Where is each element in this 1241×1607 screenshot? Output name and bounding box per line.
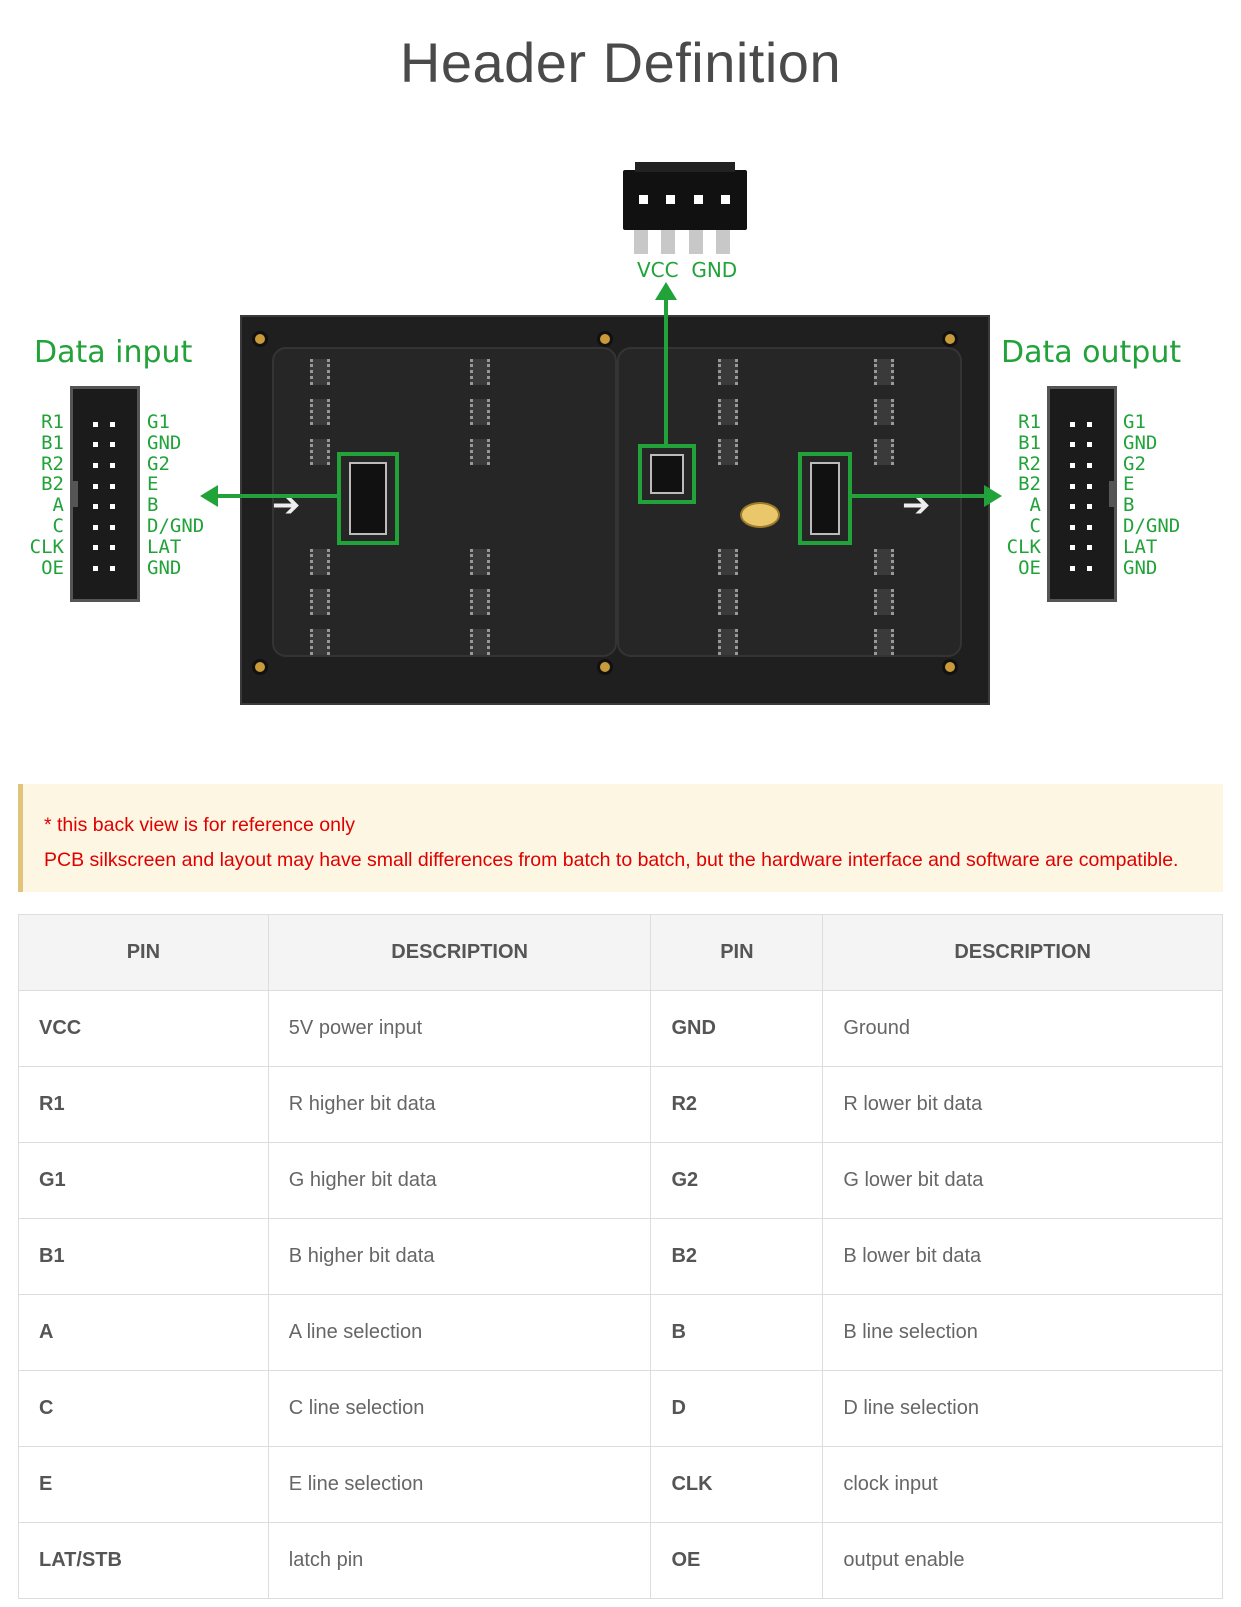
pin-cell: C: [19, 1371, 269, 1447]
note-line-1: * this back view is for reference only: [44, 808, 1223, 843]
pin-cell: E: [19, 1447, 269, 1523]
pin-cell: LAT/STB: [19, 1523, 269, 1599]
pin-label: C: [997, 516, 1041, 537]
table-row: VCC 5V power input GND Ground: [19, 991, 1223, 1067]
pin-label: GND: [1123, 558, 1180, 579]
table-row: R1 R higher bit data R2 R lower bit data: [19, 1067, 1223, 1143]
pin-description-table: PIN DESCRIPTION PIN DESCRIPTION VCC 5V p…: [18, 914, 1223, 1599]
description-cell: B higher bit data: [268, 1219, 651, 1295]
description-cell: Ground: [823, 991, 1223, 1067]
pin-cell: VCC: [19, 991, 269, 1067]
description-cell: R higher bit data: [268, 1067, 651, 1143]
left-header-pins-left: R1 B1 R2 B2 A C CLK OE: [20, 412, 64, 578]
input-header-connector: [70, 386, 140, 602]
pin-label: D/GND: [147, 516, 204, 537]
description-cell: A line selection: [268, 1295, 651, 1371]
passed-sticker: [740, 502, 780, 528]
table-row: B1 B higher bit data B2 B lower bit data: [19, 1219, 1223, 1295]
pin-label: E: [1123, 474, 1180, 495]
pin-label: R2: [997, 454, 1041, 475]
pin-label: G1: [1123, 412, 1180, 433]
pin-label: G2: [147, 454, 204, 475]
description-cell: E line selection: [268, 1447, 651, 1523]
pin-label: B1: [20, 433, 64, 454]
page-title: Header Definition: [0, 30, 1241, 95]
table-row: E E line selection CLK clock input: [19, 1447, 1223, 1523]
power-connector: [623, 170, 747, 230]
description-cell: D line selection: [823, 1371, 1223, 1447]
table-row: C C line selection D D line selection: [19, 1371, 1223, 1447]
pin-label: R1: [997, 412, 1041, 433]
description-cell: G higher bit data: [268, 1143, 651, 1219]
pin-cell: G2: [651, 1143, 823, 1219]
pin-label: B: [147, 495, 204, 516]
pin-label: B2: [20, 474, 64, 495]
left-header-pins-right: G1 GND G2 E B D/GND LAT GND: [147, 412, 204, 578]
pin-label: R2: [20, 454, 64, 475]
pin-label: G1: [147, 412, 204, 433]
pin-label: GND: [1123, 433, 1180, 454]
description-cell: R lower bit data: [823, 1067, 1223, 1143]
pin-cell: R1: [19, 1067, 269, 1143]
output-header-connector: [1047, 386, 1117, 602]
pin-label: OE: [20, 558, 64, 579]
pin-label: A: [997, 495, 1041, 516]
description-cell: latch pin: [268, 1523, 651, 1599]
power-pin-labels: VCC GND: [637, 258, 737, 282]
pin-label: CLK: [20, 537, 64, 558]
pin-label: E: [147, 474, 204, 495]
output-port-highlight: [798, 452, 852, 545]
pin-label: D/GND: [1123, 516, 1180, 537]
column-header: PIN: [19, 915, 269, 991]
description-cell: G lower bit data: [823, 1143, 1223, 1219]
header-diagram: Data input R1 B1 R2 B2 A C CLK OE G1 GND…: [0, 160, 1241, 720]
pin-label: C: [20, 516, 64, 537]
description-cell: output enable: [823, 1523, 1223, 1599]
pin-label: B1: [997, 433, 1041, 454]
pin-cell: OE: [651, 1523, 823, 1599]
pin-label: B2: [997, 474, 1041, 495]
reference-note: * this back view is for reference only P…: [18, 784, 1223, 892]
note-line-2: PCB silkscreen and layout may have small…: [44, 843, 1223, 878]
pin-label: G2: [1123, 454, 1180, 475]
description-cell: clock input: [823, 1447, 1223, 1523]
description-cell: 5V power input: [268, 991, 651, 1067]
right-header-pins-right: G1 GND G2 E B D/GND LAT GND: [1123, 412, 1180, 578]
power-port-highlight: [638, 444, 696, 504]
pin-cell: B2: [651, 1219, 823, 1295]
pin-cell: R2: [651, 1067, 823, 1143]
table-row: LAT/STB latch pin OE output enable: [19, 1523, 1223, 1599]
input-port-highlight: [337, 452, 399, 545]
pin-label: A: [20, 495, 64, 516]
pin-label: GND: [147, 433, 204, 454]
pin-cell: D: [651, 1371, 823, 1447]
pin-cell: G1: [19, 1143, 269, 1219]
description-cell: B line selection: [823, 1295, 1223, 1371]
pin-cell: B1: [19, 1219, 269, 1295]
column-header: DESCRIPTION: [823, 915, 1223, 991]
table-row: G1 G higher bit data G2 G lower bit data: [19, 1143, 1223, 1219]
data-output-label: Data output: [1001, 335, 1181, 370]
pin-label: GND: [147, 558, 204, 579]
table-row: A A line selection B B line selection: [19, 1295, 1223, 1371]
right-header-pins-left: R1 B1 R2 B2 A C CLK OE: [997, 412, 1041, 578]
pin-label: B: [1123, 495, 1180, 516]
description-cell: B lower bit data: [823, 1219, 1223, 1295]
pin-cell: CLK: [651, 1447, 823, 1523]
column-header: DESCRIPTION: [268, 915, 651, 991]
pin-cell: GND: [651, 991, 823, 1067]
description-cell: C line selection: [268, 1371, 651, 1447]
pin-cell: B: [651, 1295, 823, 1371]
pin-cell: A: [19, 1295, 269, 1371]
pin-label: LAT: [147, 537, 204, 558]
pin-label: CLK: [997, 537, 1041, 558]
pin-label: OE: [997, 558, 1041, 579]
pin-label: LAT: [1123, 537, 1180, 558]
pin-label: R1: [20, 412, 64, 433]
table-header-row: PIN DESCRIPTION PIN DESCRIPTION: [19, 915, 1223, 991]
column-header: PIN: [651, 915, 823, 991]
data-input-label: Data input: [34, 335, 192, 370]
